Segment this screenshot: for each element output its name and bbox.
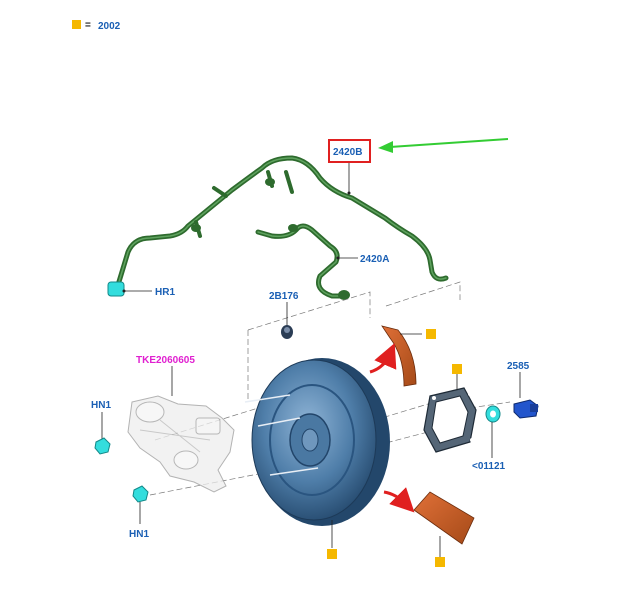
legend: = 2002 bbox=[72, 20, 121, 32]
yellow-marker-icon bbox=[327, 549, 337, 559]
green-pointer-arrow bbox=[378, 138, 509, 153]
label-hn1-bottom: HN1 bbox=[129, 529, 149, 540]
vacuum-hose-assembly bbox=[115, 155, 449, 300]
master-cylinder-part bbox=[127, 395, 235, 493]
label-hn1-top: HN1 bbox=[91, 400, 111, 411]
legend-code: 2002 bbox=[98, 21, 121, 32]
hr1-connector-part bbox=[107, 281, 152, 297]
yellow-marker-icon bbox=[426, 329, 436, 339]
yellow-marker-icon bbox=[435, 557, 445, 567]
nut-part-bottom bbox=[132, 485, 149, 503]
gasket-part bbox=[423, 364, 477, 453]
label-2420b: 2420B bbox=[333, 147, 362, 158]
yellow-marker-icon bbox=[452, 364, 462, 374]
red-arrow-lower bbox=[383, 487, 415, 513]
red-arrow-upper bbox=[369, 342, 397, 374]
sensor-part bbox=[513, 399, 539, 419]
clip-part bbox=[281, 325, 293, 339]
label-01121: <01121 bbox=[472, 461, 506, 472]
brake-booster-part bbox=[244, 358, 390, 559]
label-2420a: 2420A bbox=[360, 254, 389, 265]
filter-plate-part bbox=[413, 491, 475, 567]
grommet-part bbox=[485, 405, 501, 458]
highlight-box bbox=[328, 139, 371, 163]
label-2585: 2585 bbox=[507, 361, 530, 372]
legend-equals: = bbox=[85, 20, 91, 31]
legend-square-icon bbox=[72, 20, 81, 29]
label-2b176: 2B176 bbox=[269, 291, 299, 302]
label-hr1: HR1 bbox=[155, 287, 175, 298]
nut-part-top bbox=[94, 437, 111, 455]
label-tke2060605: TKE2060605 bbox=[136, 355, 195, 366]
